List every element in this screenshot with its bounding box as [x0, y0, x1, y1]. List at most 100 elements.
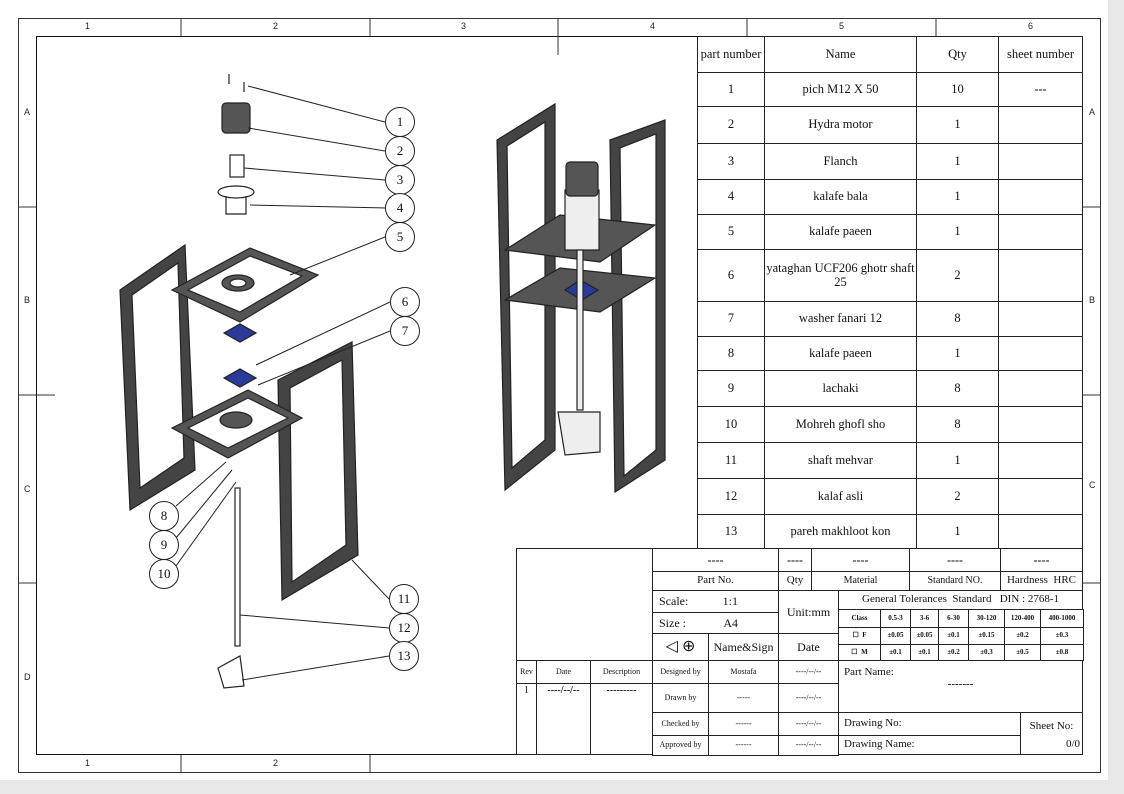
sheet-no-value: 0/0 — [1065, 737, 1080, 750]
date-label: Date — [778, 633, 839, 661]
bom-qty: 1 — [916, 143, 999, 180]
zone-col-label: 4 — [650, 21, 656, 31]
approval-name: Mostafa — [708, 660, 779, 684]
size-cell: Size :A4 — [652, 612, 779, 634]
scale-value: 1:1 — [722, 594, 738, 609]
bom-name: yataghan UCF206 ghotr shaft 25 — [764, 249, 917, 302]
approval-role: Approved by — [652, 735, 709, 756]
bom-sheet-number — [998, 406, 1083, 443]
bom-name: Flanch — [764, 143, 917, 180]
bom-qty: 1 — [916, 179, 999, 215]
tolerance-cell: ±0.2 — [1004, 627, 1041, 645]
bom-sheet-number — [998, 106, 1083, 144]
bom-part-number: 8 — [697, 336, 765, 371]
bom-name: kalafe paeen — [764, 214, 917, 250]
bom-name: kalafe paeen — [764, 336, 917, 371]
tolerance-cell: ±0.1 — [910, 644, 939, 661]
item-balloon: 5 — [385, 222, 415, 252]
bom-sheet-number: --- — [998, 72, 1083, 107]
bom-name: kalafe bala — [764, 179, 917, 215]
tolerance-title: General Tolerances Standard DIN : 2768-1 — [838, 590, 1083, 610]
bom-sheet-number — [998, 249, 1083, 302]
hardness-label: Hardness HRC — [1000, 571, 1083, 591]
bom-sheet-number — [998, 301, 1083, 337]
tolerance-cell: ±0.05 — [910, 627, 939, 645]
rev-number: 1 — [516, 683, 537, 755]
tolerance-cell: ±0.1 — [938, 627, 969, 645]
approval-role: Designed by — [652, 660, 709, 684]
rev-header: Rev — [516, 660, 537, 684]
material-value: ---- — [811, 548, 910, 572]
zone-col-label: 1 — [85, 21, 91, 31]
bom-qty: 10 — [916, 72, 999, 107]
tolerance-cell: ±0.1 — [880, 644, 911, 661]
bom-part-number: 12 — [697, 478, 765, 515]
rev-description: --------- — [590, 683, 653, 755]
name-sign-label: Name&Sign — [708, 633, 779, 661]
zone-col-label: 3 — [461, 21, 467, 31]
size-value: A4 — [723, 615, 738, 630]
bom-qty: 8 — [916, 301, 999, 337]
bom-name: pich M12 X 50 — [764, 72, 917, 107]
zone-col-label: 6 — [1028, 21, 1034, 31]
item-balloon: 3 — [385, 165, 415, 195]
rev-date-header: Date — [536, 660, 591, 684]
rev-date: ----/--/-- — [536, 683, 591, 755]
bom-part-number: 10 — [697, 406, 765, 443]
zone-row-label: A — [1089, 107, 1096, 117]
zone-col-label: 2 — [273, 758, 279, 768]
item-balloon: 9 — [149, 530, 179, 560]
bom-part-number: 2 — [697, 106, 765, 144]
bom-part-number: 5 — [697, 214, 765, 250]
bom-sheet-number — [998, 336, 1083, 371]
bom-part-number: 7 — [697, 301, 765, 337]
bom-qty: 8 — [916, 406, 999, 443]
item-balloon: 10 — [149, 559, 179, 589]
bom-qty: 1 — [916, 214, 999, 250]
zone-col-label: 1 — [85, 758, 91, 768]
bom-name: shaft mehvar — [764, 442, 917, 479]
rev-description-header: Description — [590, 660, 653, 684]
item-balloon: 8 — [149, 501, 179, 531]
bom-sheet-number — [998, 478, 1083, 515]
item-balloon: 6 — [390, 287, 420, 317]
approval-date: ----/--/-- — [778, 735, 839, 756]
item-balloon: 12 — [389, 613, 419, 643]
bom-qty: 2 — [916, 478, 999, 515]
tolerance-cell: 120-400 — [1004, 609, 1041, 628]
bom-part-number: 3 — [697, 143, 765, 180]
tolerance-cell: ±0.3 — [1040, 627, 1084, 645]
approval-name: ------ — [708, 712, 779, 736]
tolerance-cell: ±0.15 — [968, 627, 1005, 645]
bom-part-number: 9 — [697, 370, 765, 407]
item-balloon: 1 — [385, 107, 415, 137]
tolerance-cell: ☐ F — [838, 627, 881, 645]
bom-sheet-number — [998, 370, 1083, 407]
bom-name: washer fanari 12 — [764, 301, 917, 337]
projection-symbol-icon: ◁ ⊕ — [652, 633, 709, 661]
bom-qty: 1 — [916, 514, 999, 549]
bom-sheet-number — [998, 214, 1083, 250]
zone-row-label: C — [24, 484, 31, 494]
zone-row-label: B — [1089, 295, 1096, 305]
part-no-label: Part No. — [652, 571, 779, 591]
tolerance-cell: 30-120 — [968, 609, 1005, 628]
standard-label: Standard NO. — [909, 571, 1001, 591]
zone-col-label: 5 — [839, 21, 845, 31]
bom-name: kalaf asli — [764, 478, 917, 515]
tolerance-cell: 6-30 — [938, 609, 969, 628]
zone-row-label: D — [24, 672, 31, 682]
bom-header-qty: Qty — [916, 36, 999, 73]
tolerance-cell: ☐ M — [838, 644, 881, 661]
item-balloon: 7 — [390, 316, 420, 346]
bom-sheet-number — [998, 514, 1083, 549]
tolerance-cell: ±0.05 — [880, 627, 911, 645]
scale-label: Scale: — [659, 594, 689, 609]
unit-value: Unit:mm — [778, 590, 839, 634]
approval-role: Checked by — [652, 712, 709, 736]
bom-part-number: 6 — [697, 249, 765, 302]
approval-date: ----/--/-- — [778, 712, 839, 736]
approval-name: ----- — [708, 683, 779, 713]
page-shadow-right — [1108, 0, 1124, 794]
sheet-no-label: Sheet No: — [1029, 719, 1074, 732]
